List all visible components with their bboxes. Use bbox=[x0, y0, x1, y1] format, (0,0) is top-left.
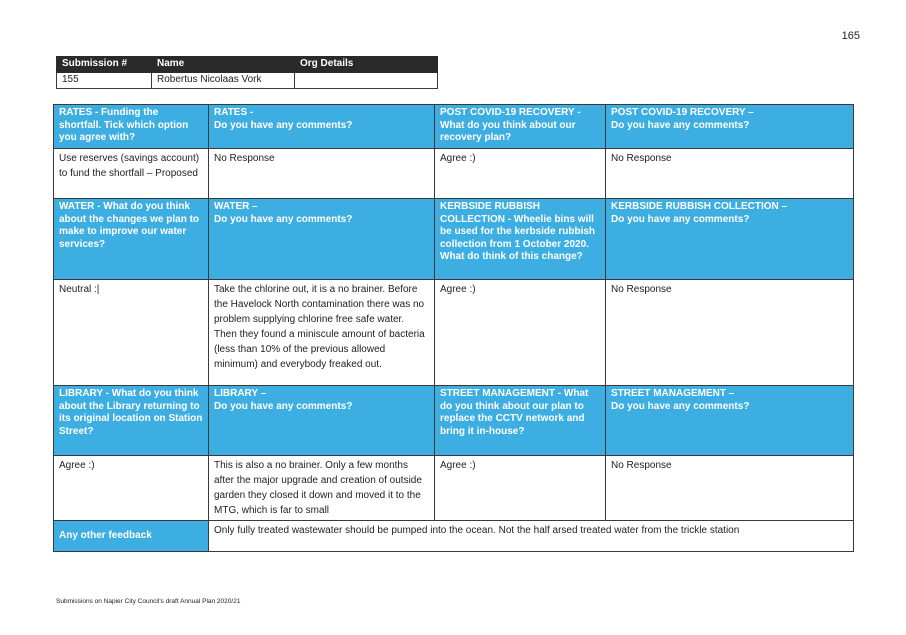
water-question-lead: WATER bbox=[59, 201, 95, 212]
street-comments-text: Do you have any comments? bbox=[611, 400, 750, 412]
submission-table: Submission # Name Org Details 155 Robert… bbox=[56, 56, 438, 89]
water-header-row: WATER - What do you think about the chan… bbox=[53, 198, 854, 280]
library-comments-question: LIBRARY –Do you have any comments? bbox=[208, 385, 435, 456]
water-answer-row: Neutral :| Take the chlorine out, it is … bbox=[53, 279, 854, 386]
page-footer: Submissions on Napier City Council's dra… bbox=[56, 598, 241, 605]
kerbside-comments-answer: No Response bbox=[605, 279, 854, 386]
covid-question-text: What do you think about our recovery pla… bbox=[440, 119, 576, 144]
submission-value-row: 155 Robertus Nicolaas Vork bbox=[56, 72, 438, 89]
water-comments-lead: WATER – bbox=[214, 201, 258, 212]
street-question-text: - What do you think about our plan to re… bbox=[440, 388, 589, 437]
water-answer: Neutral :| bbox=[53, 279, 209, 386]
kerbside-question-text: - Wheelie bins will be used for the kerb… bbox=[440, 213, 596, 263]
water-comments-answer: Take the chlorine out, it is a no braine… bbox=[208, 279, 435, 386]
rates-comments-answer: No Response bbox=[208, 148, 435, 199]
kerbside-question-lead: KERBSIDE RUBBISH COLLECTION bbox=[440, 201, 541, 225]
street-answer: Agree :) bbox=[434, 455, 606, 521]
water-question-text: - What do you think about the changes we… bbox=[59, 201, 200, 250]
library-comments-answer: This is also a no brainer. Only a few mo… bbox=[208, 455, 435, 521]
library-answer: Agree :) bbox=[53, 455, 209, 521]
library-question-lead: LIBRARY bbox=[59, 388, 103, 399]
kerbside-comments-lead: KERBSIDE RUBBISH COLLECTION – bbox=[611, 201, 788, 212]
water-question: WATER - What do you think about the chan… bbox=[53, 198, 209, 280]
name-header: Name bbox=[151, 56, 295, 73]
street-question-lead: STREET MANAGEMENT bbox=[440, 388, 555, 399]
rates-answer: Use reserves (savings account) to fund t… bbox=[53, 148, 209, 199]
rates-comments-lead: RATES - bbox=[214, 107, 254, 118]
rates-comments-text: Do you have any comments? bbox=[214, 119, 353, 131]
library-question: LIBRARY - What do you think about the Li… bbox=[53, 385, 209, 456]
kerbside-comments-question: KERBSIDE RUBBISH COLLECTION –Do you have… bbox=[605, 198, 854, 280]
covid-question-lead: POST COVID-19 RECOVERY - bbox=[440, 107, 581, 118]
covid-comments-question: POST COVID-19 RECOVERY –Do you have any … bbox=[605, 104, 854, 149]
org-details-header: Org Details bbox=[294, 56, 438, 73]
street-question: STREET MANAGEMENT - What do you think ab… bbox=[434, 385, 606, 456]
feedback-row: Any other feedback Only fully treated wa… bbox=[53, 520, 854, 552]
responses-table: RATES - Funding the shortfall. Tick whic… bbox=[53, 104, 854, 552]
covid-comments-lead: POST COVID-19 RECOVERY – bbox=[611, 107, 754, 118]
street-comments-question: STREET MANAGEMENT –Do you have any comme… bbox=[605, 385, 854, 456]
library-question-text: - What do you think about the Library re… bbox=[59, 388, 203, 437]
water-comments-question: WATER –Do you have any comments? bbox=[208, 198, 435, 280]
rates-comments-question: RATES -Do you have any comments? bbox=[208, 104, 435, 149]
rates-answer-row: Use reserves (savings account) to fund t… bbox=[53, 148, 854, 199]
submission-header-row: Submission # Name Org Details bbox=[56, 56, 438, 73]
covid-comments-text: Do you have any comments? bbox=[611, 119, 750, 131]
covid-comments-answer: No Response bbox=[605, 148, 854, 199]
kerbside-question: KERBSIDE RUBBISH COLLECTION - Wheelie bi… bbox=[434, 198, 606, 280]
library-comments-lead: LIBRARY – bbox=[214, 388, 267, 399]
covid-question: POST COVID-19 RECOVERY -What do you thin… bbox=[434, 104, 606, 149]
org-details-value bbox=[294, 72, 438, 89]
submission-number-value: 155 bbox=[56, 72, 152, 89]
rates-question-text: - Funding the shortfall. Tick which opti… bbox=[59, 107, 189, 143]
street-comments-answer: No Response bbox=[605, 455, 854, 521]
rates-question: RATES - Funding the shortfall. Tick whic… bbox=[53, 104, 209, 149]
feedback-text: Only fully treated wastewater should be … bbox=[208, 520, 854, 552]
water-comments-text: Do you have any comments? bbox=[214, 213, 353, 225]
street-comments-lead: STREET MANAGEMENT – bbox=[611, 388, 735, 399]
library-answer-row: Agree :) This is also a no brainer. Only… bbox=[53, 455, 854, 521]
library-comments-text: Do you have any comments? bbox=[214, 400, 353, 412]
rates-question-lead: RATES bbox=[59, 107, 93, 118]
library-header-row: LIBRARY - What do you think about the Li… bbox=[53, 385, 854, 456]
submission-number-header: Submission # bbox=[56, 56, 152, 73]
feedback-label: Any other feedback bbox=[53, 520, 209, 552]
kerbside-comments-text: Do you have any comments? bbox=[611, 213, 750, 225]
page-number: 165 bbox=[841, 30, 860, 42]
covid-answer: Agree :) bbox=[434, 148, 606, 199]
kerbside-answer: Agree :) bbox=[434, 279, 606, 386]
name-value: Robertus Nicolaas Vork bbox=[151, 72, 295, 89]
rates-header-row: RATES - Funding the shortfall. Tick whic… bbox=[53, 104, 854, 149]
